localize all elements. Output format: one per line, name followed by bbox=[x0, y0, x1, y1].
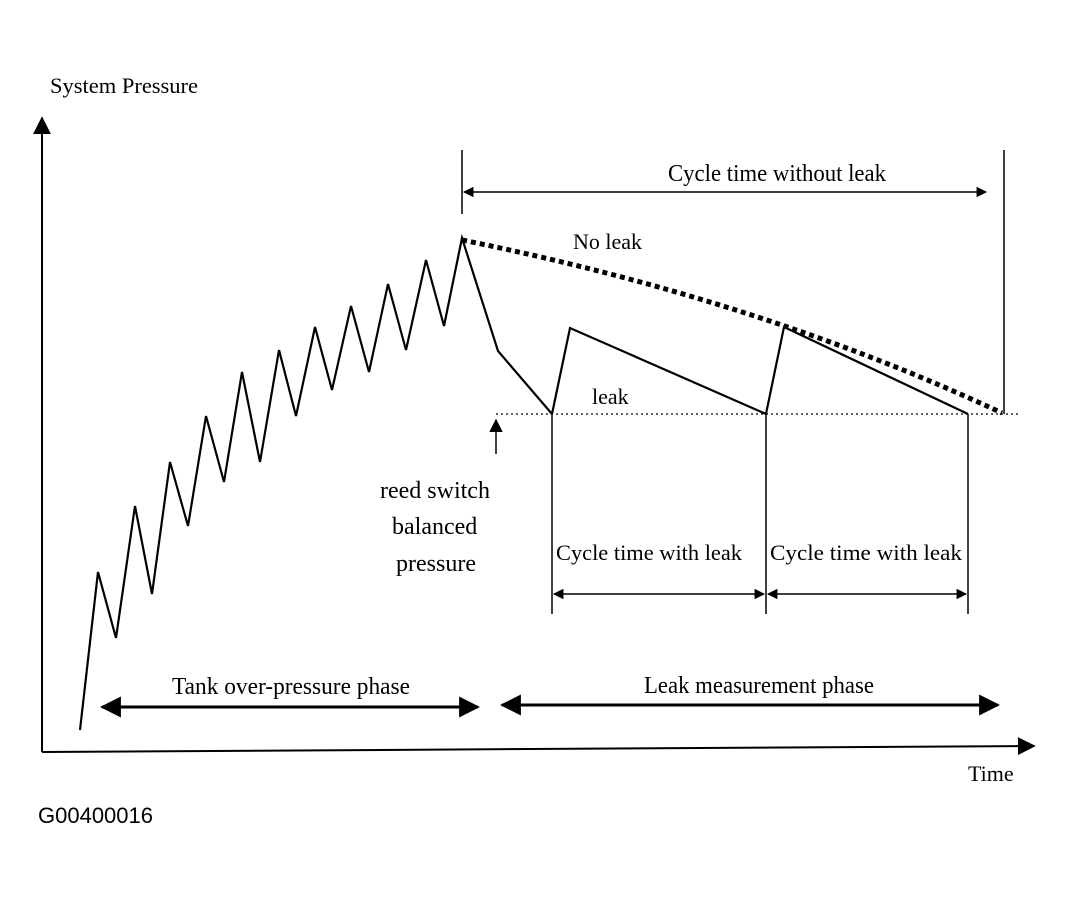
reed-switch-label-line2: balanced bbox=[392, 514, 477, 540]
tank-pressure-curve bbox=[78, 233, 553, 731]
reed-switch-label-line1: reed switch bbox=[380, 478, 490, 504]
cycle-with-leak-label-2: Cycle time with leak bbox=[770, 540, 962, 565]
y-axis-label: System Pressure bbox=[50, 73, 198, 98]
figure-id: G00400016 bbox=[38, 803, 153, 828]
reed-switch-label-line3: pressure bbox=[396, 551, 476, 577]
cycle-with-leak-label-1: Cycle time with leak bbox=[556, 540, 742, 565]
no-leak-label: No leak bbox=[573, 229, 642, 254]
leak-phase-label: Leak measurement phase bbox=[644, 673, 874, 699]
no-leak-curve bbox=[461, 237, 1004, 416]
tank-phase-label: Tank over-pressure phase bbox=[172, 674, 410, 700]
cycle-without-leak-label: Cycle time without leak bbox=[668, 161, 886, 187]
x-axis-label: Time bbox=[968, 761, 1014, 786]
x-axis bbox=[41, 737, 1036, 756]
leak-label: leak bbox=[592, 384, 629, 409]
